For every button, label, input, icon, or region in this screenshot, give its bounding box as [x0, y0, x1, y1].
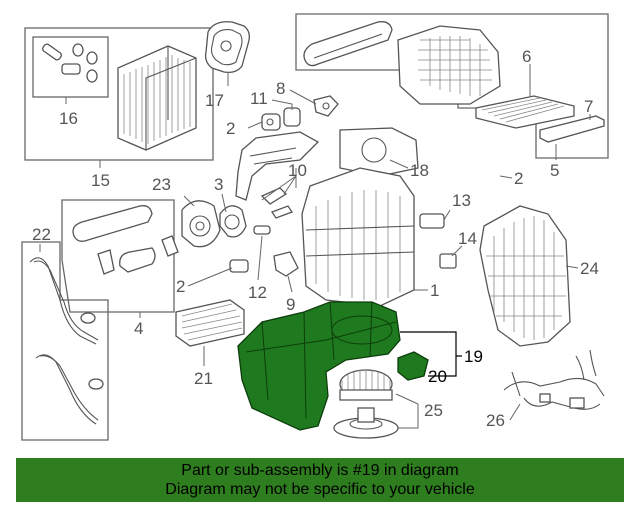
callout-18: 18 — [410, 161, 429, 180]
leader-lines — [39, 64, 591, 429]
callout-9: 9 — [286, 295, 295, 314]
part-26-wiring — [503, 349, 605, 410]
upper-case-group — [295, 13, 609, 159]
group-box-15 — [24, 27, 214, 161]
callout-16: 16 — [59, 109, 78, 128]
callout-3: 3 — [214, 175, 223, 194]
part-24-housing — [479, 205, 571, 347]
callout-7: 7 — [584, 97, 593, 116]
callout-2c: 2 — [176, 277, 185, 296]
part-19-blower-case — [237, 301, 401, 431]
callout-2a: 2 — [226, 119, 235, 138]
part-9-bracket — [273, 251, 299, 277]
callout-14: 14 — [458, 229, 477, 248]
callout-26: 26 — [486, 411, 505, 430]
callout-17: 17 — [205, 91, 224, 110]
callout-24: 24 — [580, 259, 599, 278]
part-21-evaporator — [175, 299, 245, 347]
part-25-blower-motor — [333, 369, 399, 439]
callout-22: 22 — [32, 225, 51, 244]
part-11-actuator — [261, 107, 301, 131]
part-17-seal — [204, 21, 250, 74]
part-3-actuator — [219, 205, 247, 238]
callout-6: 6 — [522, 47, 531, 66]
group-box-4 — [61, 199, 175, 313]
part-13-sensor — [419, 213, 445, 229]
callout-4: 4 — [134, 319, 143, 338]
callout-21: 21 — [194, 369, 213, 388]
callout-12: 12 — [248, 283, 267, 302]
callout-19: 19 — [464, 347, 483, 366]
callout-13: 13 — [452, 191, 471, 210]
part-8-link — [313, 95, 339, 117]
callout-1: 1 — [430, 281, 439, 300]
part-2-lower — [161, 235, 249, 273]
banner-line-1: Part or sub-assembly is #19 in diagram — [181, 462, 459, 479]
part-22-pipes — [21, 241, 109, 441]
info-banner: Part or sub-assembly is #19 in diagram D… — [16, 458, 624, 502]
banner-line-2: Diagram may not be specific to your vehi… — [165, 481, 475, 498]
heater-core-group — [24, 27, 214, 161]
callout-25: 25 — [424, 401, 443, 420]
callout-23: 23 — [152, 175, 171, 194]
callout-11: 11 — [250, 89, 268, 108]
callout-10: 10 — [288, 161, 307, 180]
part-14-clip — [439, 253, 457, 269]
callout-8: 8 — [276, 79, 285, 98]
callout-labels: 16 15 17 2 11 8 6 7 5 2 18 10 3 23 13 14… — [32, 47, 599, 430]
duct-assembly — [235, 131, 320, 219]
parts-diagram: 16 15 17 2 11 8 6 7 5 2 18 10 3 23 13 14… — [21, 13, 609, 441]
callout-5: 5 — [550, 161, 559, 180]
callout-15: 15 — [91, 171, 110, 190]
callout-20: 20 — [428, 367, 447, 386]
part-20-resistor — [397, 351, 429, 381]
group-box-16 — [32, 36, 109, 98]
part-12-pin — [253, 225, 271, 235]
callout-2b: 2 — [514, 169, 523, 188]
part-1-evaporator-case — [301, 127, 419, 307]
part-23-motor — [181, 200, 221, 248]
